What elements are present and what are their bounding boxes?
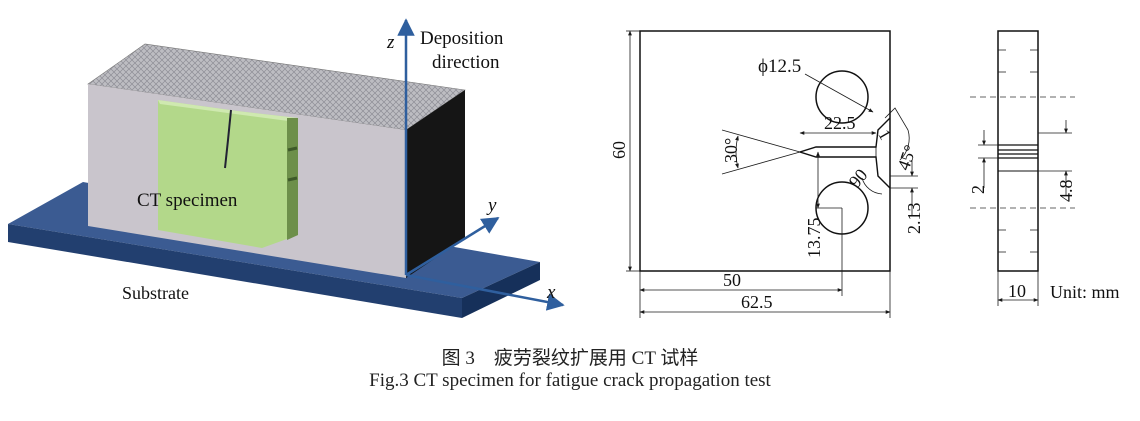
x-axis-label: x <box>546 282 556 303</box>
caption-chinese: 图 3 疲劳裂纹扩展用 CT 试样 <box>441 348 699 369</box>
notch-angle-label: 30° <box>721 138 741 163</box>
slot-length-label: 22.5 <box>824 113 856 133</box>
coordinate-axes <box>397 18 565 311</box>
y-axis-label: y <box>486 195 497 216</box>
hole-offset-label: 13.75 <box>804 218 824 259</box>
ct-specimen <box>158 100 298 248</box>
x-axis <box>405 273 565 311</box>
substrate-label: Substrate <box>122 283 189 303</box>
three-d-view: z Deposition direction y x CT specimen S… <box>8 18 565 318</box>
side-outline <box>997 30 1039 272</box>
width-62-5-label: 62.5 <box>741 292 773 312</box>
chamfer-angle-label: 45° <box>893 142 920 173</box>
caption-english: Fig.3 CT specimen for fatigue crack prop… <box>369 370 771 391</box>
side-view: 2 4.8 10 Unit: mm <box>968 30 1120 306</box>
ct-specimen-label: CT specimen <box>137 190 238 211</box>
figure-drawing: z Deposition direction y x CT specimen S… <box>8 18 1120 318</box>
deposition-label-2: direction <box>432 52 500 73</box>
diameter-label: ϕ12.5 <box>758 56 801 77</box>
front-view: ϕ12.5 22.5 30° 1 45° 90 2.13 13.75 60 <box>609 30 924 318</box>
unit-label: Unit: mm <box>1050 282 1120 302</box>
side-dim-4-8-label: 4.8 <box>1056 180 1076 203</box>
height-label: 60 <box>609 141 629 159</box>
specimen-outline <box>639 30 891 272</box>
upper-hole <box>815 70 869 124</box>
z-axis-label: z <box>386 32 395 53</box>
y-axis <box>405 216 500 277</box>
notch-width-label: 1 <box>874 126 895 143</box>
side-dim-2-label: 2 <box>968 185 988 194</box>
deposition-label-1: Deposition <box>420 28 504 49</box>
thickness-label: 10 <box>1008 281 1026 301</box>
width-50-label: 50 <box>723 270 741 290</box>
notch-depth-label: 2.13 <box>904 203 924 235</box>
